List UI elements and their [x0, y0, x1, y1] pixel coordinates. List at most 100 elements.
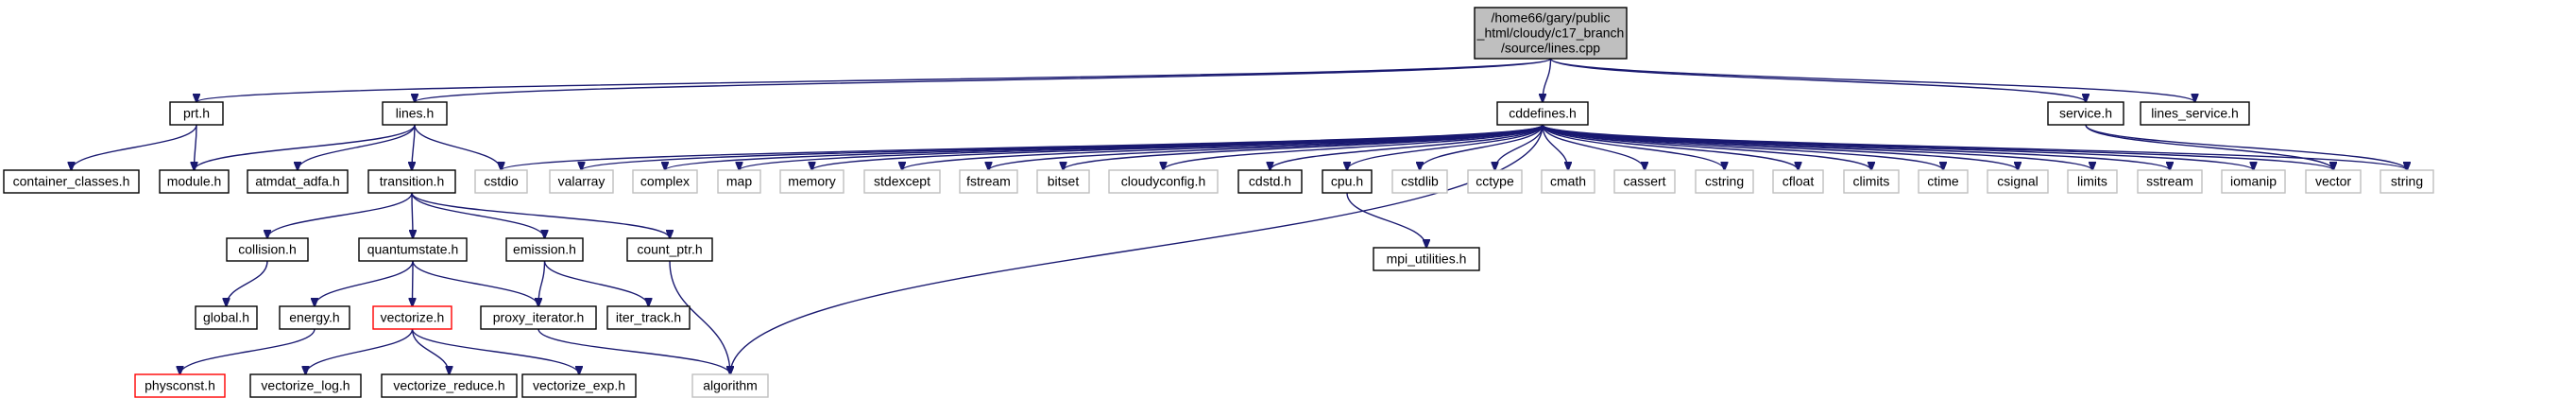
node-box: [505, 237, 584, 262]
node-label: fstream: [966, 174, 1011, 189]
node-sstream[interactable]: sstream: [2137, 169, 2203, 194]
node-cstring[interactable]: cstring: [1695, 169, 1754, 194]
node-fstream[interactable]: fstream: [959, 169, 1018, 194]
node-emission-h[interactable]: emission.h: [505, 237, 584, 262]
node-iter-track-h[interactable]: iter_track.h: [606, 305, 691, 330]
node-box: [863, 169, 941, 194]
node-module-h[interactable]: module.h: [159, 169, 230, 194]
node-service-h[interactable]: service.h: [2047, 101, 2124, 126]
node-box: [134, 373, 226, 398]
node-bitset[interactable]: bitset: [1036, 169, 1090, 194]
node-cassert[interactable]: cassert: [1613, 169, 1676, 194]
node-quantumstate-h[interactable]: quantumstate.h: [358, 237, 468, 262]
node-label: vectorize_log.h: [261, 378, 350, 393]
node-cstdlib[interactable]: cstdlib: [1391, 169, 1448, 194]
node-box: [226, 237, 309, 262]
node-box: [1373, 247, 1480, 271]
edge-cddefines-h-to-map: [740, 124, 1544, 170]
node-vector[interactable]: vector: [2305, 169, 2362, 194]
node-label: collision.h: [238, 242, 296, 257]
node-label: string: [2391, 174, 2423, 189]
node-complex[interactable]: complex: [632, 169, 698, 194]
node-lines-h[interactable]: lines.h: [382, 101, 448, 126]
node-box: [2380, 169, 2434, 194]
node-label: cctype: [1476, 174, 1514, 189]
node-ctime[interactable]: ctime: [1918, 169, 1969, 194]
node-vectorize-reduce-h[interactable]: vectorize_reduce.h: [381, 373, 518, 398]
node-box: [606, 305, 691, 330]
edge-cddefines-h-to-cloudyconfig-h: [1164, 124, 1544, 170]
node-label: cassert: [1623, 174, 1665, 189]
node-vectorize-log-h[interactable]: vectorize_log.h: [249, 373, 362, 398]
node-box: [382, 101, 448, 126]
node-transition-h[interactable]: transition.h: [367, 169, 456, 194]
node-label: ctime: [1927, 174, 1959, 189]
node-cmath[interactable]: cmath: [1541, 169, 1595, 194]
edge-energy-h-to-physconst-h: [180, 328, 316, 374]
node-proxy-iterator-h[interactable]: proxy_iterator.h: [480, 305, 597, 330]
node-label: complex: [640, 174, 690, 189]
node-mpi-utilities-h[interactable]: mpi_utilities.h: [1373, 247, 1480, 271]
edge-quantumstate-h-to-energy-h: [315, 260, 414, 306]
node-cfloat[interactable]: cfloat: [1772, 169, 1824, 194]
node-physconst-h[interactable]: physconst.h: [134, 373, 226, 398]
node-box: [279, 305, 350, 330]
node-cloudyconfig-h[interactable]: cloudyconfig.h: [1108, 169, 1219, 194]
node-label: algorithm: [703, 378, 758, 393]
node-container-classes-h[interactable]: container_classes.h: [3, 169, 140, 194]
node-climits[interactable]: climits: [1843, 169, 1900, 194]
node-box: [632, 169, 698, 194]
node-label: global.h: [203, 310, 249, 325]
node-cstdio[interactable]: cstdio: [474, 169, 528, 194]
node-box: [1695, 169, 1754, 194]
edge-cddefines-h-to-cassert: [1542, 124, 1645, 170]
node-string[interactable]: string: [2380, 169, 2434, 194]
node-global-h[interactable]: global.h: [195, 305, 258, 330]
edge-cpu-h-to-mpi-utilities-h: [1346, 192, 1426, 248]
node-csignal[interactable]: csignal: [1987, 169, 2049, 194]
node-atmdat-adfa-h[interactable]: atmdat_adfa.h: [247, 169, 349, 194]
node-iomanip[interactable]: iomanip: [2221, 169, 2286, 194]
node-box: [2221, 169, 2286, 194]
edge-lines-h-to-cstdio: [414, 124, 502, 170]
node-energy-h[interactable]: energy.h: [279, 305, 350, 330]
node-cpu-h[interactable]: cpu.h: [1322, 169, 1373, 194]
node-stdexcept[interactable]: stdexcept: [863, 169, 941, 194]
node-label: container_classes.h: [13, 174, 130, 189]
node-prt-h[interactable]: prt.h: [169, 101, 224, 126]
edge-collision-h-to-global-h: [227, 260, 268, 306]
node-cctype[interactable]: cctype: [1467, 169, 1523, 194]
edge-cddefines-h-to-string: [1542, 124, 2407, 170]
node-lines-service-h[interactable]: lines_service.h: [2140, 101, 2250, 126]
node-cddefines-h[interactable]: cddefines.h: [1496, 101, 1589, 126]
node-valarray[interactable]: valarray: [549, 169, 614, 194]
node-box: [1987, 169, 2049, 194]
node-box: [3, 169, 140, 194]
edge-cddefines-h-to-cdstd-h: [1271, 124, 1544, 170]
edge-cddefines-h-to-limits: [1542, 124, 2092, 170]
edge-prt-h-to-module-h: [195, 124, 197, 170]
node-limits[interactable]: limits: [2067, 169, 2118, 194]
node-collision-h[interactable]: collision.h: [226, 237, 309, 262]
nodes-layer: /home66/gary/public_html/cloudy/c17_bran…: [3, 7, 2434, 398]
edge-cddefines-h-to-cfloat: [1542, 124, 1799, 170]
node-box: [480, 305, 597, 330]
edge-prt-h-to-container-classes-h: [72, 124, 197, 170]
node-memory[interactable]: memory: [779, 169, 844, 194]
node-box: [474, 169, 528, 194]
node-label: cstdlib: [1401, 174, 1439, 189]
node-cdstd-h[interactable]: cdstd.h: [1237, 169, 1303, 194]
edge-emission-h-to-iter-track-h: [543, 260, 649, 306]
node-vectorize-exp-h[interactable]: vectorize_exp.h: [521, 373, 637, 398]
node-box: [1918, 169, 1969, 194]
node-label: energy.h: [289, 310, 339, 325]
node-lines-cpp[interactable]: /home66/gary/public_html/cloudy/c17_bran…: [1474, 7, 1628, 60]
node-map[interactable]: map: [717, 169, 761, 194]
node-box: [959, 169, 1018, 194]
node-vectorize-h[interactable]: vectorize.h: [372, 305, 452, 330]
node-box: [381, 373, 518, 398]
node-count-ptr-h[interactable]: count_ptr.h: [626, 237, 713, 262]
edge-service-h-to-vector: [2085, 124, 2333, 170]
node-algorithm[interactable]: algorithm: [691, 373, 769, 398]
